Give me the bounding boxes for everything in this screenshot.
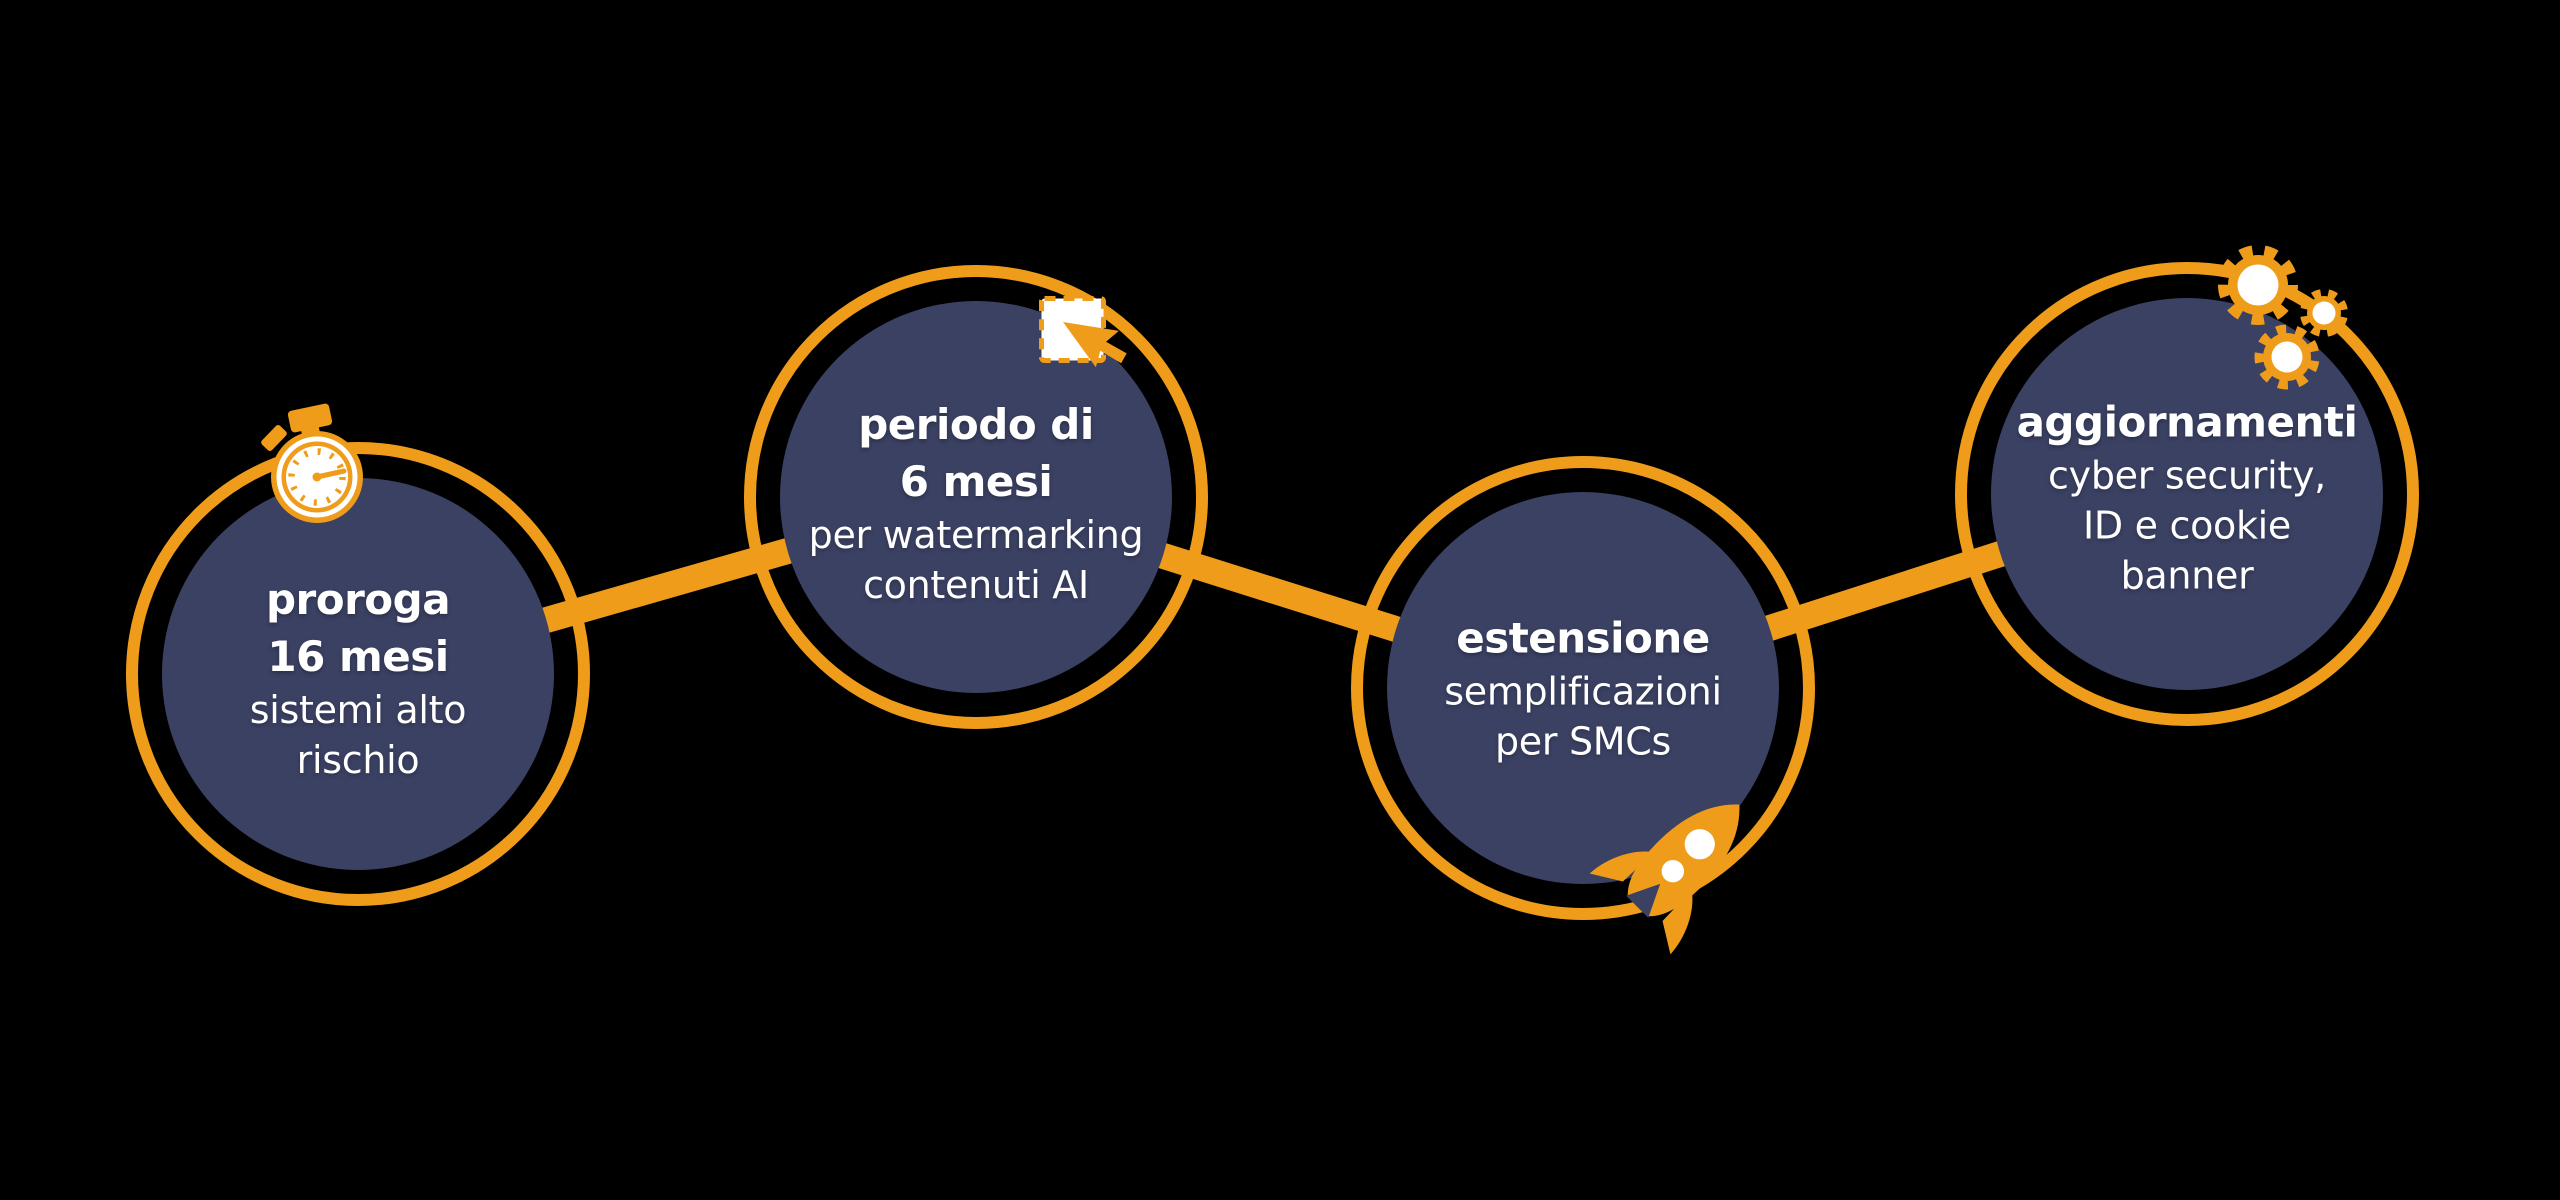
gear-medium-teeth	[2254, 324, 2320, 390]
rocket-tail-notch	[1626, 883, 1661, 918]
node-1-disc	[162, 478, 554, 870]
gear-large-hole	[2237, 264, 2279, 306]
node-2-disc	[780, 301, 1172, 693]
node-4-ring	[1955, 262, 2419, 726]
stopwatch-ticks	[288, 448, 346, 506]
stopwatch-bezel	[276, 436, 358, 518]
rocket-fin-right	[1662, 890, 1693, 955]
rocket-fin-left	[1589, 851, 1654, 882]
gear-large	[2218, 245, 2298, 325]
rocket-window-large	[1684, 829, 1715, 860]
rocket-window-small	[1661, 859, 1685, 883]
rocket-icon	[1589, 804, 1740, 955]
document-cursor-icon	[1039, 296, 1127, 368]
node-4-disc	[1991, 298, 2383, 690]
node-1-ring	[126, 442, 590, 906]
stopwatch-hand	[314, 468, 347, 480]
node-2-ring	[744, 265, 1208, 729]
stopwatch-button	[287, 403, 333, 433]
stopwatch-crown	[261, 425, 287, 451]
gear-medium-hole	[2271, 341, 2303, 373]
node-3-disc	[1387, 492, 1779, 884]
gear-small-hole	[2312, 301, 2336, 325]
stopwatch-icon	[261, 403, 363, 523]
node-3-ring	[1351, 456, 1815, 920]
gear-medium	[2254, 324, 2320, 390]
stopwatch-pivot	[312, 472, 322, 482]
gear-large-teeth	[2218, 245, 2298, 325]
cursor-arrow	[1063, 322, 1127, 368]
